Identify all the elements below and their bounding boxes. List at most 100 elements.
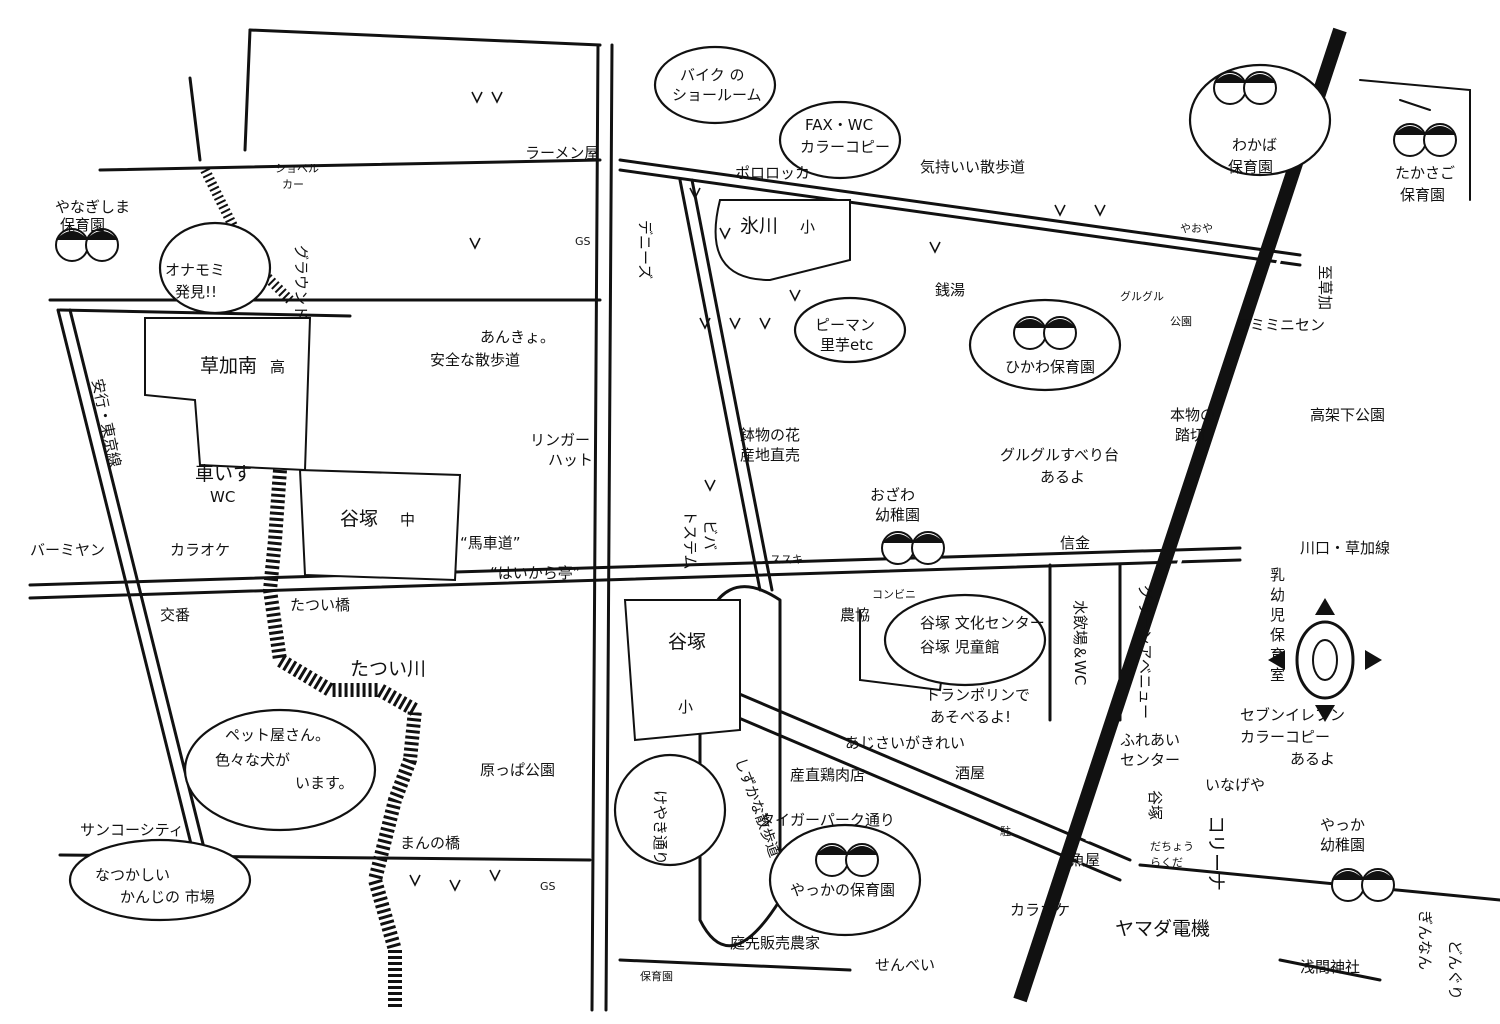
ginnan-2: どんぐり bbox=[1446, 940, 1464, 1000]
gs-label-2: GS bbox=[540, 880, 556, 893]
takasago-1: たかさご bbox=[1395, 164, 1455, 182]
smiley-face-icon bbox=[1393, 123, 1457, 157]
ankyo-2: 安全な散歩道 bbox=[430, 351, 520, 369]
shovel-2: カー bbox=[282, 178, 304, 191]
harappa-label: 原っぱ公園 bbox=[480, 761, 555, 779]
korina-label: コリーナ bbox=[1205, 815, 1227, 891]
road-tiger-park bbox=[718, 708, 1122, 882]
yanagishima-2: 保育園 bbox=[60, 216, 105, 234]
piman-2: 里芋etc bbox=[820, 336, 873, 354]
kurumaisu-1: 車いす bbox=[195, 463, 252, 485]
shovel-1: ショベル bbox=[275, 162, 319, 175]
dacho-1: だちょう bbox=[1150, 840, 1194, 853]
sokaminami-mark: 高 bbox=[270, 358, 285, 376]
hikawa-sho-building bbox=[714, 199, 851, 282]
seven-1: セブンイレブン bbox=[1240, 706, 1345, 724]
guruslide-2: あるよ bbox=[1040, 468, 1085, 486]
railway bbox=[1013, 27, 1357, 1003]
yamada-label: ヤマダ電機 bbox=[1115, 918, 1210, 940]
keyaki-label: けやき通り bbox=[651, 790, 669, 865]
dennys-label: デニーズ bbox=[636, 220, 654, 279]
bunka-1: 谷塚 文化センター bbox=[920, 614, 1045, 632]
seven-3: あるよ bbox=[1290, 750, 1335, 768]
smiley-face-icon bbox=[815, 843, 879, 877]
koban-label: 交番 bbox=[160, 606, 190, 624]
road-main-ns bbox=[590, 43, 600, 1012]
road-anko bbox=[56, 308, 202, 882]
flowers-2: 産地直売 bbox=[740, 446, 800, 464]
road-main-ew bbox=[28, 546, 1242, 587]
field-marks bbox=[409, 91, 1106, 892]
green-ave-label: グリーンアベニュー bbox=[1136, 585, 1154, 719]
suinomiba-label: 水飲場＆WC bbox=[1071, 600, 1089, 685]
senbei-label: せんべい bbox=[875, 956, 935, 974]
ozawa-2: 幼稚園 bbox=[875, 506, 920, 524]
inageya-label: いなげや bbox=[1205, 776, 1265, 794]
onamomi-1: オナモミ bbox=[165, 261, 225, 279]
bike-label-1: バイク の bbox=[680, 66, 744, 84]
shinkin-label: 信金 bbox=[1060, 534, 1090, 552]
combini-label: コンビニ bbox=[872, 588, 916, 601]
fureai-1: ふれあい bbox=[1120, 731, 1180, 749]
pet-1: ペット屋さん。 bbox=[225, 726, 330, 744]
karaoke-label: カラオケ bbox=[170, 541, 230, 559]
tatsui-river-label: たつい川 bbox=[350, 658, 426, 680]
smiley-face-icon bbox=[1213, 71, 1277, 105]
hoikuen-small-label: 保育園 bbox=[640, 969, 673, 983]
yaoya-label: やおや bbox=[1180, 222, 1213, 235]
komini-label: コミミニセン bbox=[1235, 316, 1325, 334]
yatsuka-sho-label: 谷塚 bbox=[668, 631, 706, 653]
yatsuka-yochi-2: 幼稚園 bbox=[1320, 836, 1365, 854]
road-hikawa bbox=[618, 158, 1302, 257]
yatsuka-chu-mark: 中 bbox=[400, 511, 415, 529]
nyuyoji-6: 室 bbox=[1270, 666, 1285, 684]
ramen-label: ラーメン屋 bbox=[525, 144, 599, 162]
smiley-face-icon bbox=[1331, 868, 1395, 902]
smiley-face-icon bbox=[55, 228, 119, 262]
station-label: 谷塚 bbox=[1146, 790, 1164, 820]
walk-label: 気持いい散歩道 bbox=[920, 158, 1025, 176]
bashado-label: “馬車道” bbox=[460, 534, 521, 552]
kurumaisu-2: WC bbox=[210, 488, 235, 506]
honmono-1: 本物の bbox=[1170, 406, 1215, 424]
map-labels: バイク の ショールーム FAX・WC カラーコピー ラーメン屋 ポロロッカ 気… bbox=[30, 66, 1464, 1000]
guruslide-1: グルグルすべり台 bbox=[1000, 446, 1119, 464]
sakaya-label: 酒屋 bbox=[955, 764, 985, 782]
sakanaya-label: 魚屋 bbox=[1070, 851, 1100, 869]
honmono-2: 踏切 bbox=[1175, 426, 1205, 444]
itaru-soka-label: 至草加 bbox=[1316, 265, 1334, 310]
nyuyoji-1: 乳 bbox=[1270, 566, 1285, 584]
dacho-2: らくだ bbox=[1150, 856, 1183, 869]
tatsui-bridge-label: たつい橋 bbox=[290, 596, 350, 614]
ringer-2: ハット bbox=[548, 451, 593, 469]
yatsuka-sho-building bbox=[623, 599, 741, 742]
road-top bbox=[248, 28, 602, 47]
ozawa-1: おざわ bbox=[870, 486, 915, 504]
karaoke2-label: カラオケ bbox=[1010, 901, 1070, 919]
nyuyoji-3: 児 bbox=[1270, 606, 1285, 624]
toystem-label: トステム bbox=[681, 510, 699, 570]
pet-3: います。 bbox=[295, 774, 354, 792]
piman-1: ピーマン bbox=[815, 316, 875, 334]
seven-2: カラーコピー bbox=[1240, 728, 1330, 746]
trampoline-1: トランポリンで bbox=[925, 686, 1030, 704]
pororokka-label: ポロロッカ bbox=[735, 164, 810, 182]
yatsuka-sho-mark: 小 bbox=[678, 698, 693, 716]
bamiyan-label: バーミヤン bbox=[30, 541, 105, 559]
sokaminami-building bbox=[144, 317, 312, 472]
flowers-1: 鉢物の花 bbox=[740, 426, 800, 444]
onamomi-2: 発見!! bbox=[175, 283, 217, 301]
hikawa-school-mark: 小 bbox=[800, 218, 815, 236]
pet-2: 色々な犬が bbox=[215, 751, 290, 769]
nyuyoji-5: 育 bbox=[1270, 646, 1285, 664]
school-blocks bbox=[144, 199, 851, 742]
gurugurupark-2: 公園 bbox=[1170, 315, 1192, 328]
ringer-1: リンガー bbox=[530, 431, 590, 449]
smiley-face-icon bbox=[1013, 316, 1077, 350]
sento-label: 銭湯 bbox=[935, 281, 965, 299]
sokaminami-label: 草加南 bbox=[200, 355, 257, 377]
yatsuka-hoiku-label: やっかの保育園 bbox=[790, 881, 895, 899]
natsukashii-2: かんじの 市場 bbox=[120, 888, 215, 906]
suzuki-label: ススキ bbox=[770, 553, 803, 566]
